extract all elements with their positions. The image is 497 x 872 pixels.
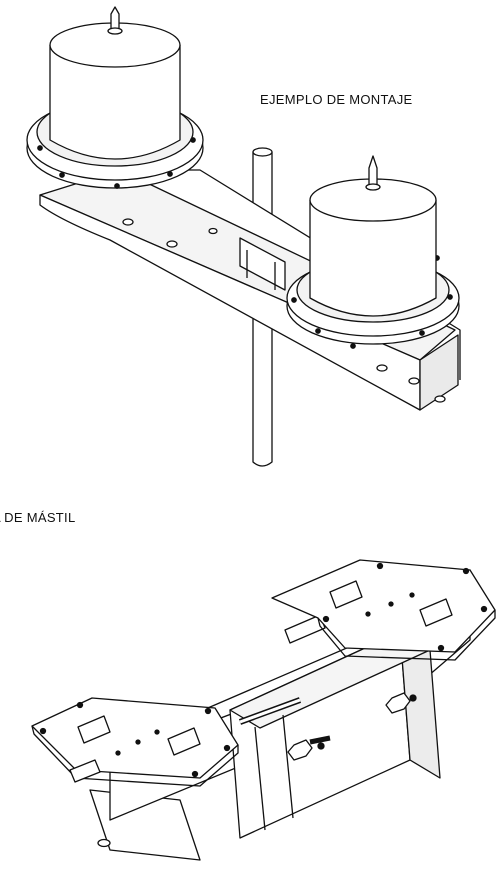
bolt-nut-front xyxy=(287,735,331,761)
mast-bracket-assembly xyxy=(31,559,496,861)
mounting-example-assembly xyxy=(26,6,461,467)
bracket-holes xyxy=(122,218,446,403)
threaded-rod xyxy=(238,697,302,725)
sliding-tube xyxy=(229,614,441,839)
mounting-example-label: EJEMPLO DE MONTAJE xyxy=(260,92,413,107)
hex-plate-rear xyxy=(271,559,496,661)
obstruction-light-right xyxy=(286,155,460,349)
mast-bracket-label: A DE MÁSTIL xyxy=(0,510,76,525)
clamp-tab xyxy=(69,759,101,783)
obstruction-light-left xyxy=(26,6,204,189)
bolt-nut-rear xyxy=(385,692,417,714)
hex-plate-front xyxy=(31,697,239,787)
